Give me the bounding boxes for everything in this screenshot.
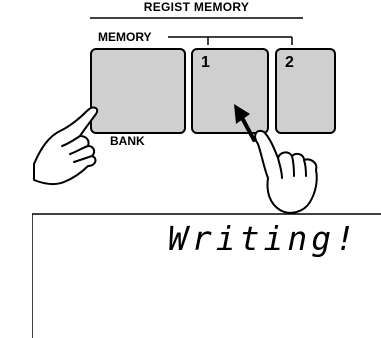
- lcd-display: [32, 213, 381, 338]
- regist-1-number: 1: [201, 54, 210, 71]
- regist-2-number: 2: [285, 54, 294, 71]
- bank-label: BANK: [110, 134, 145, 148]
- memory-bank-button[interactable]: [90, 48, 186, 134]
- regist-1-button[interactable]: 1: [191, 48, 269, 134]
- memory-label: MEMORY: [98, 30, 152, 44]
- display-message: Writing!: [168, 219, 359, 258]
- press-arrow-icon: [234, 104, 256, 142]
- hand-pressing-icon: [33, 106, 99, 186]
- regist-memory-title: REGIST MEMORY: [143, 0, 250, 14]
- hand-pressing-icon: [254, 130, 318, 214]
- regist-2-button[interactable]: 2: [275, 48, 336, 134]
